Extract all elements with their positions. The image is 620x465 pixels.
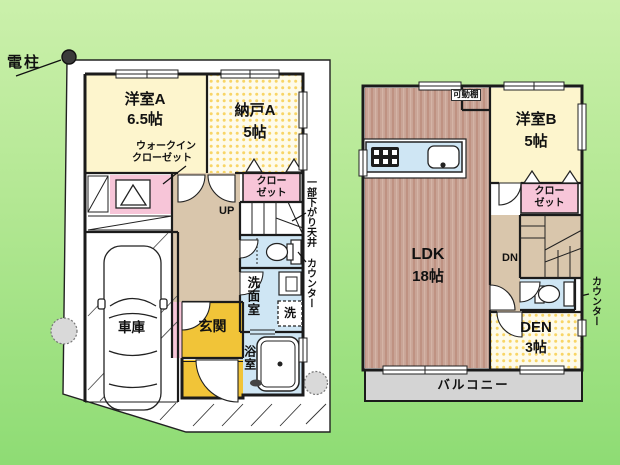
- utility-pole-mark: [61, 49, 77, 65]
- closet2-doors: [522, 169, 580, 184]
- den-size: 3帖: [525, 339, 547, 355]
- washroom-label: 洗面室: [245, 276, 260, 317]
- floor2-walls: [361, 84, 584, 372]
- kitchen-counter: [362, 138, 467, 179]
- ceiling-note: 一部下がり天井: [304, 177, 316, 247]
- floor1-walls: [83, 72, 305, 403]
- closet1-label-line1: クロー: [256, 176, 287, 187]
- shelf-note: 可動棚: [451, 89, 481, 101]
- closet1-doors: [244, 157, 304, 173]
- nando-name: 納戸A: [234, 102, 276, 119]
- side-steps: [87, 175, 173, 231]
- closet2-label-line2: ゼット: [534, 198, 565, 209]
- laundry-box: [277, 300, 303, 327]
- ldk-fill: [365, 88, 490, 368]
- room-b-size: 5帖: [524, 133, 548, 150]
- balcony-fill: [364, 369, 583, 402]
- closet2-label-line1: クロー: [534, 186, 565, 197]
- entrance-label: 玄関: [198, 318, 227, 334]
- nando-size: 5帖: [243, 124, 267, 141]
- driveway-hatch: [159, 402, 327, 427]
- bush-left: [50, 317, 78, 345]
- car: [97, 245, 168, 411]
- toilet2: [534, 281, 575, 307]
- floor2-doors: [489, 182, 541, 338]
- closet1-label-line2: ゼット: [256, 188, 287, 199]
- closet2-fill: [520, 182, 579, 214]
- room-a-size: 6.5帖: [127, 111, 163, 128]
- stairs-up-label: UP: [219, 205, 235, 217]
- floor1-doors: [177, 174, 275, 403]
- wic-label-line2: クローゼット: [132, 153, 192, 164]
- floor1-windows: [115, 69, 308, 363]
- stairs-down: [520, 215, 583, 278]
- floor2-room-fills: [365, 88, 582, 370]
- utility-pole-label: 電柱: [7, 54, 42, 71]
- ldk-size: 18帖: [412, 268, 444, 285]
- stairs-up: [251, 201, 304, 236]
- bush-right: [303, 370, 329, 396]
- balcony-label: バルコニー: [437, 378, 510, 392]
- washbasin: [278, 271, 302, 296]
- laundry-label: 洗: [283, 306, 296, 320]
- wic-symbol: [115, 179, 151, 209]
- room-b-fill: [490, 88, 582, 183]
- floor2-windows: [358, 81, 587, 375]
- counter-note-f1: カウンター: [304, 258, 316, 308]
- bathtub: [250, 336, 300, 392]
- garage-label: 車庫: [118, 320, 145, 335]
- nando-fill: [207, 74, 303, 173]
- den-name: DEN: [520, 319, 552, 336]
- stairs-down-label: DN: [502, 252, 518, 264]
- ldk-name: LDK: [411, 246, 445, 263]
- bathroom-label: 浴室: [242, 345, 257, 371]
- closet1-fill: [242, 172, 301, 203]
- wic-label-line1: ウォークイン: [136, 141, 196, 152]
- room-a-fill: [85, 74, 207, 173]
- counter-note-f2: カウンター: [589, 276, 601, 326]
- room-a-name: 洋室A: [124, 91, 166, 108]
- room-b-name: 洋室B: [515, 111, 557, 128]
